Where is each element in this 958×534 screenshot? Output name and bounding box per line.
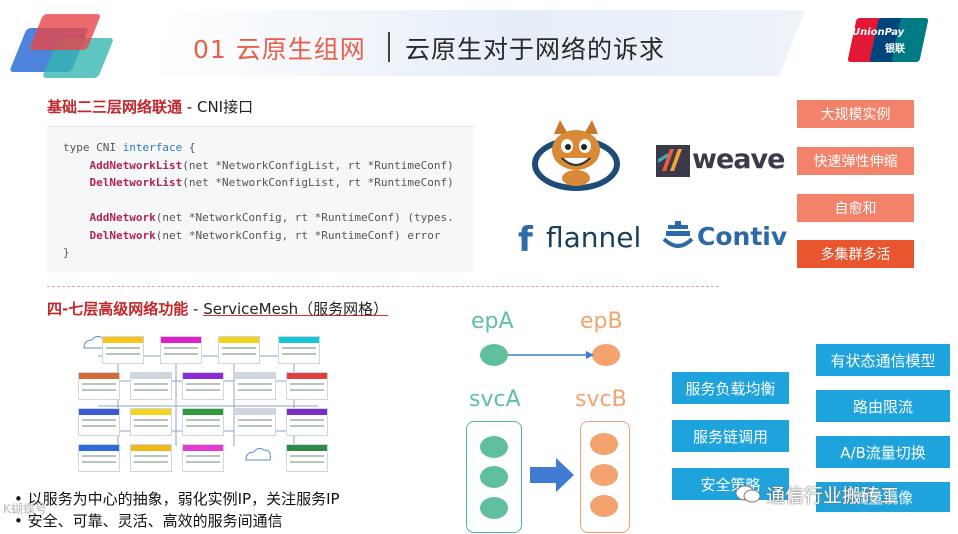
bullet-item: • 安全、可靠、灵活、高效的服务间通信	[14, 512, 283, 530]
tag-large-scale: 大规模实例	[797, 100, 914, 128]
code-line: type CNI interface {	[63, 141, 196, 154]
tag-self-healing: 自愈和	[797, 194, 914, 222]
cni-title-prefix: 基础二三层网络联通	[47, 98, 183, 116]
mesh-node	[78, 372, 120, 400]
mesh-node	[286, 444, 328, 472]
mesh-node	[130, 444, 172, 472]
contiv-logo-icon	[662, 221, 694, 248]
mesh-node	[218, 336, 260, 364]
svc-a-instance	[480, 497, 508, 519]
title-separator	[388, 32, 390, 62]
mesh-node	[130, 408, 172, 436]
mesh-node	[160, 336, 202, 364]
mesh-node	[78, 408, 120, 436]
svc-arrow-icon	[530, 458, 574, 492]
slide-title-right: 云原生对于网络的诉求	[405, 35, 666, 64]
mesh-node	[286, 372, 328, 400]
mesh-node	[78, 444, 120, 472]
flannel-logo-text: flannel	[546, 221, 642, 254]
bullet-item: • 以服务为中心的抽象，弱化实例IP，关注服务IP	[14, 490, 340, 508]
mesh-node	[182, 372, 224, 400]
ep-b-label: epB	[580, 309, 623, 334]
ep-b-node	[592, 344, 620, 366]
slide-title-left: 01 云原生组网	[193, 35, 366, 64]
header-band	[150, 10, 805, 76]
tag-service-chain: 服务链调用	[672, 420, 789, 452]
corner-watermark: K蝴蝶号	[3, 502, 47, 516]
tag-multi-cluster: 多集群多活	[797, 240, 914, 268]
section-divider	[47, 286, 719, 287]
tag-stateful-model: 有状态通信模型	[816, 344, 950, 376]
code-line: }	[63, 246, 70, 259]
code-line	[63, 192, 474, 210]
cat-logo-icon	[532, 120, 620, 191]
svc-b-label: svcB	[575, 387, 627, 412]
svc-a-label: svcA	[469, 387, 521, 412]
mesh-title-link: ServiceMesh	[203, 300, 299, 318]
watermark-text: 通信行业搬砖工	[766, 485, 900, 507]
svc-b-instance	[590, 433, 618, 455]
service-mesh-diagram	[78, 326, 336, 474]
mesh-node	[182, 444, 224, 472]
code-line: DelNetworkList(net *NetworkConfigList, r…	[89, 176, 454, 189]
tag-traffic-mirror: 流量镜像	[816, 482, 950, 512]
mesh-title-dash: -	[188, 300, 204, 318]
cni-title-suffix: - CNI接口	[182, 98, 254, 116]
weave-logo-text: weave	[692, 144, 785, 175]
svc-a-instance	[480, 436, 508, 458]
cni-section-title: 基础二三层网络联通 - CNI接口	[47, 96, 253, 117]
unionpay-text: UnionPay	[852, 27, 905, 38]
mesh-node	[278, 336, 320, 364]
tag-ab-switch: A/B流量切换	[816, 436, 950, 468]
code-line: AddNetworkList(net *NetworkConfigList, r…	[89, 158, 454, 172]
mesh-title-prefix: 四-七层高级网络功能	[47, 300, 189, 318]
mesh-section-title: 四-七层高级网络功能 - ServiceMesh（服务网格）	[47, 298, 388, 319]
mesh-title-paren: （服务网格）	[298, 300, 389, 318]
weave-mark-icon	[656, 145, 690, 177]
mesh-node	[234, 372, 276, 400]
cni-code-block: type CNI interface { AddNetworkList(net …	[47, 126, 474, 272]
svc-b-instance	[590, 495, 618, 517]
flannel-mark-icon: f	[518, 220, 533, 260]
unionpay-chinese-text: 银联	[885, 44, 905, 55]
ep-a-node	[480, 344, 508, 366]
mesh-node	[234, 408, 276, 436]
tag-elastic-scaling: 快速弹性伸缩	[797, 147, 914, 175]
mesh-node	[102, 336, 144, 364]
mesh-node	[286, 408, 328, 436]
svc-b-instance	[590, 464, 618, 486]
ep-a-label: epA	[471, 309, 514, 334]
svc-a-instance	[480, 466, 508, 488]
code-line: DelNetwork(net *NetworkConfig, rt *Runti…	[89, 228, 441, 242]
tag-routing-limit: 路由限流	[816, 390, 950, 422]
contiv-logo-text: Contiv	[697, 222, 788, 251]
wechat-icon	[735, 485, 761, 503]
code-line: AddNetwork(net *NetworkConfig, rt *Runti…	[89, 211, 454, 224]
mesh-node	[130, 372, 172, 400]
mesh-node	[182, 408, 224, 436]
tag-load-balancing: 服务负载均衡	[672, 372, 789, 404]
ep-arrow-icon	[508, 351, 594, 359]
